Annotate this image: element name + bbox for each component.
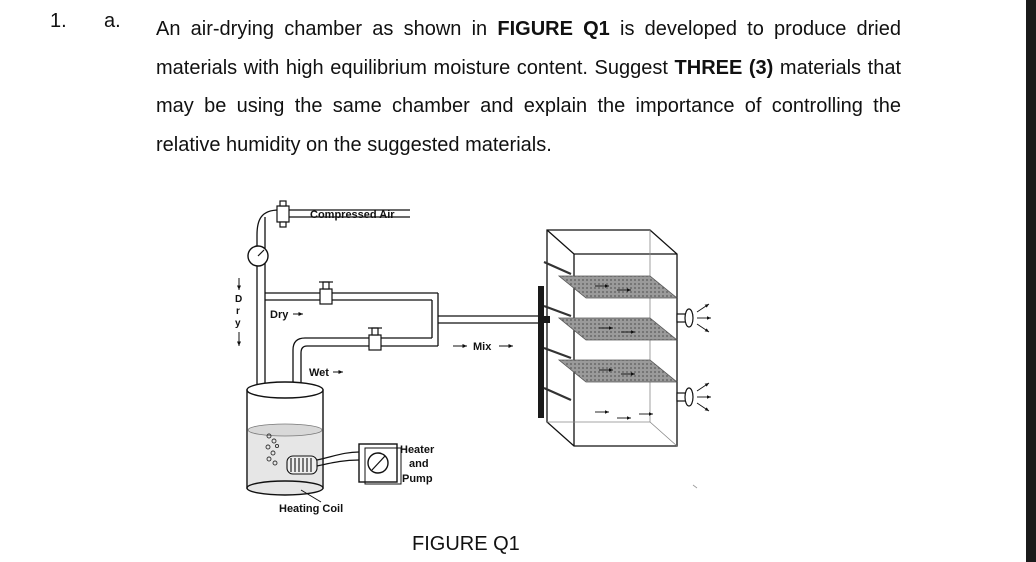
question-number: 1. xyxy=(50,10,67,32)
heater-label: Heater xyxy=(400,444,435,456)
heating-coil-icon xyxy=(286,455,318,475)
question-part: a. xyxy=(104,10,121,32)
water-tank xyxy=(246,381,324,496)
dry-label: Dry xyxy=(270,309,289,321)
mix-label: Mix xyxy=(473,341,492,353)
dry-vertical-r: r xyxy=(236,306,240,317)
air-inlet-nozzles xyxy=(543,260,572,402)
question-text-run: is developed to produce dried materials … xyxy=(156,18,902,79)
airflow-arrows xyxy=(595,284,653,420)
exhaust-fans xyxy=(676,308,694,407)
pressure-gauge-icon xyxy=(247,245,269,267)
wet-line xyxy=(292,293,439,390)
dry-valve xyxy=(319,281,333,305)
compressed-air-label: Compressed Air xyxy=(310,209,395,221)
wet-label: Wet xyxy=(309,367,329,379)
shelves xyxy=(557,275,679,383)
dry-vertical-y: y xyxy=(235,318,241,329)
question-text-run: materials that may be using the same cha… xyxy=(156,56,901,156)
dry-line xyxy=(265,292,438,301)
wet-valve xyxy=(368,327,382,351)
question-text-run: An air-drying chamber as shown in xyxy=(156,18,498,40)
dry-vertical-d: D xyxy=(235,294,242,305)
and-label: and xyxy=(409,458,429,470)
question-text-emphasis: FIGURE Q1 xyxy=(497,18,610,40)
question-text-emphasis: THREE (3) xyxy=(674,56,774,79)
manifold-bar xyxy=(538,286,544,418)
air-drying-chamber-diagram: Compressed Air Dry D r y Wet Mix xyxy=(235,200,711,515)
coil-leader xyxy=(300,489,322,503)
mix-line xyxy=(438,315,541,324)
question-text: An air-drying chamber as shown in FIGURE… xyxy=(156,10,901,164)
compressed-air-line xyxy=(256,209,410,490)
right-edge-bar xyxy=(1026,0,1036,562)
exhaust-arrows xyxy=(696,303,711,412)
bubbles-icon xyxy=(265,433,280,466)
heater-pump-box xyxy=(316,443,402,485)
figure-caption: FIGURE Q1 xyxy=(412,533,520,555)
compressed-air-valve xyxy=(276,200,290,228)
pump-label: Pump xyxy=(402,473,433,485)
heating-coil-label: Heating Coil xyxy=(279,503,343,515)
